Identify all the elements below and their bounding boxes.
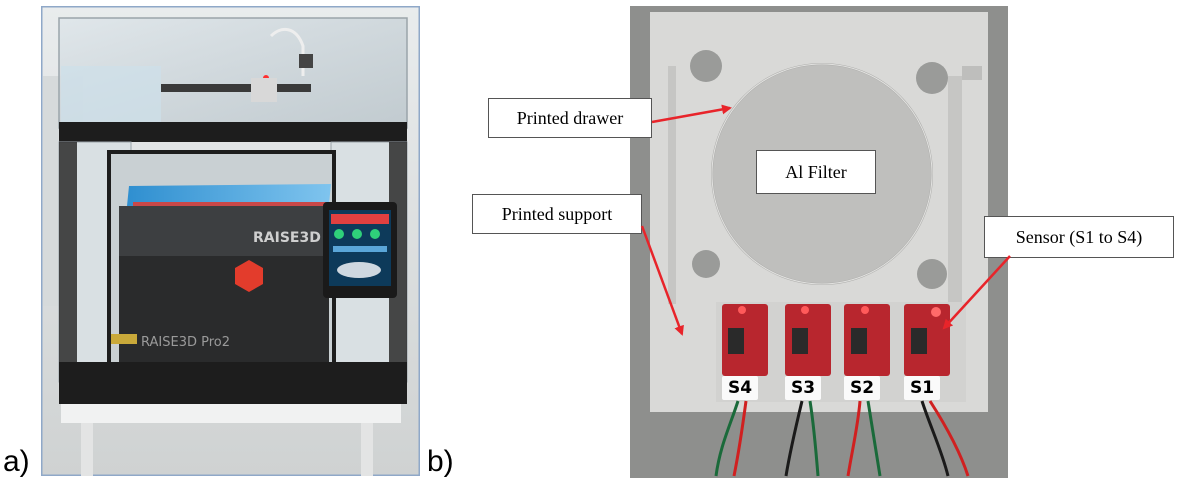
callout-printed-drawer: Printed drawer (488, 98, 652, 138)
callout-al-filter: Al Filter (756, 150, 876, 194)
brand-label: RAISE3D (253, 230, 321, 246)
sensor-boards (722, 304, 950, 376)
callout-sensor: Sensor (S1 to S4) (984, 216, 1174, 258)
arrow-support (640, 225, 684, 336)
sensor-label-s2: S2 (844, 376, 880, 400)
panel-a-photo: RAISE3D RAISE3D Pro2 (41, 6, 420, 476)
panel-b-label: b) (427, 445, 454, 478)
sensor-label-s4: S4 (722, 376, 758, 400)
arrow-sensor (942, 255, 1011, 330)
sensor-label-s3: S3 (785, 376, 821, 400)
arrow-drawer (651, 104, 732, 124)
sensor-label-s1: S1 (904, 376, 940, 400)
printer-photo: RAISE3D RAISE3D Pro2 (41, 6, 420, 476)
panel-a-label: a) (3, 445, 30, 478)
model-label: RAISE3D Pro2 (141, 335, 230, 350)
callout-printed-support: Printed support (472, 194, 642, 234)
